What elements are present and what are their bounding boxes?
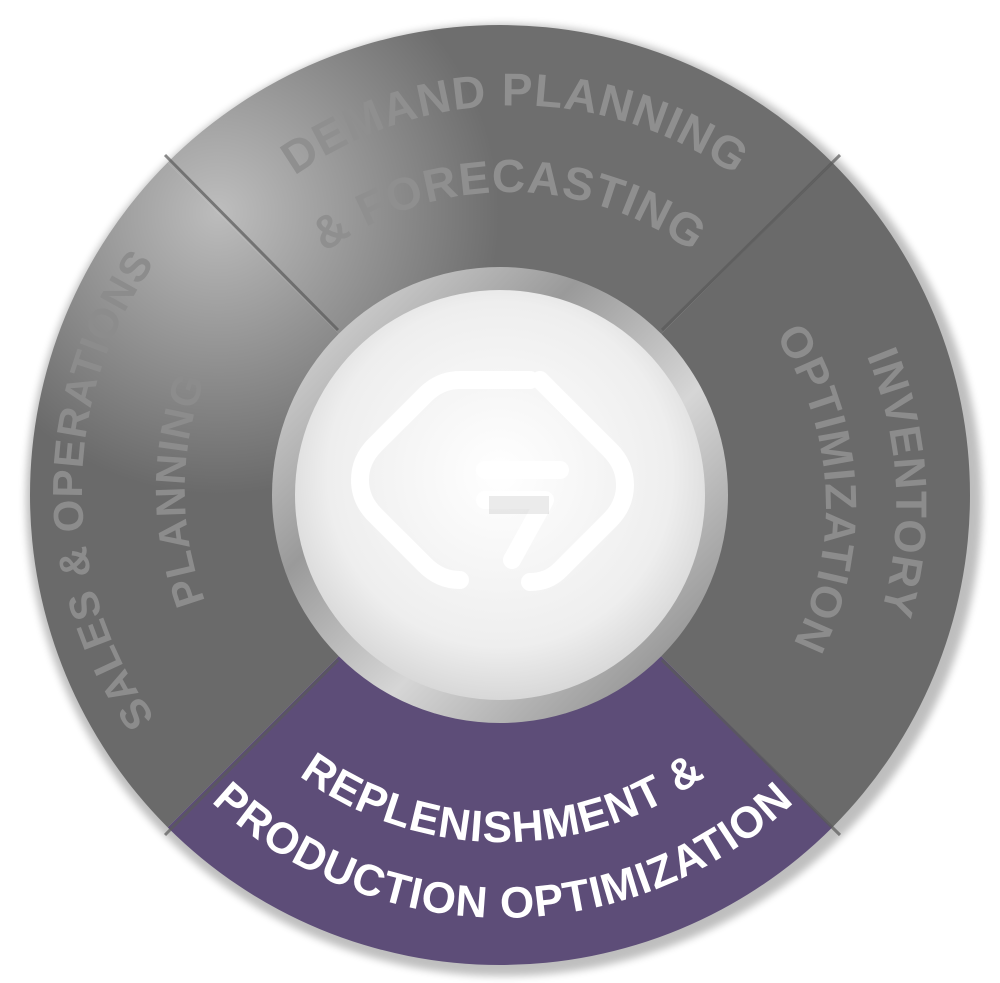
g-diamond-logo-icon: [351, 371, 634, 591]
segment-dividers: [163, 153, 842, 837]
